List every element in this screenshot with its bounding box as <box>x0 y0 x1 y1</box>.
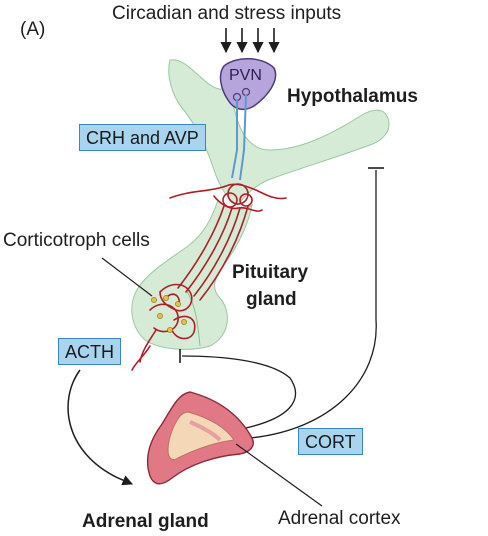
corticotroph-pointer <box>101 257 153 297</box>
acth-label: ACTH <box>58 338 121 365</box>
pituitary-gland-shape <box>131 198 253 350</box>
pvn-axons <box>231 94 247 181</box>
cort-feedback-hypothalamus <box>249 170 377 439</box>
acth-arrow <box>67 369 133 486</box>
adrenal-medulla <box>167 411 235 461</box>
adrenal-gland-label: Adrenal gland <box>82 511 209 532</box>
corticotroph-label: Corticotroph cells <box>3 230 150 251</box>
corticotroph-cells <box>151 295 187 333</box>
adrenal-cortex-pointer <box>235 443 323 507</box>
pituitary-label-line2: gland <box>246 289 297 310</box>
inputs-label: Circadian and stress inputs <box>112 3 342 24</box>
adrenal-cortex-label: Adrenal cortex <box>278 508 401 529</box>
hypothalamus-label: Hypothalamus <box>287 86 418 107</box>
cort-feedback-pituitary <box>181 355 297 431</box>
portal-vessels <box>131 183 287 371</box>
pvn-label: PVN <box>229 67 262 84</box>
cort-label: CORT <box>298 428 363 455</box>
pituitary-label-line1: Pituitary <box>232 262 309 283</box>
crh-avp-label: CRH and AVP <box>79 124 206 151</box>
panel-label: (A) <box>20 19 46 40</box>
